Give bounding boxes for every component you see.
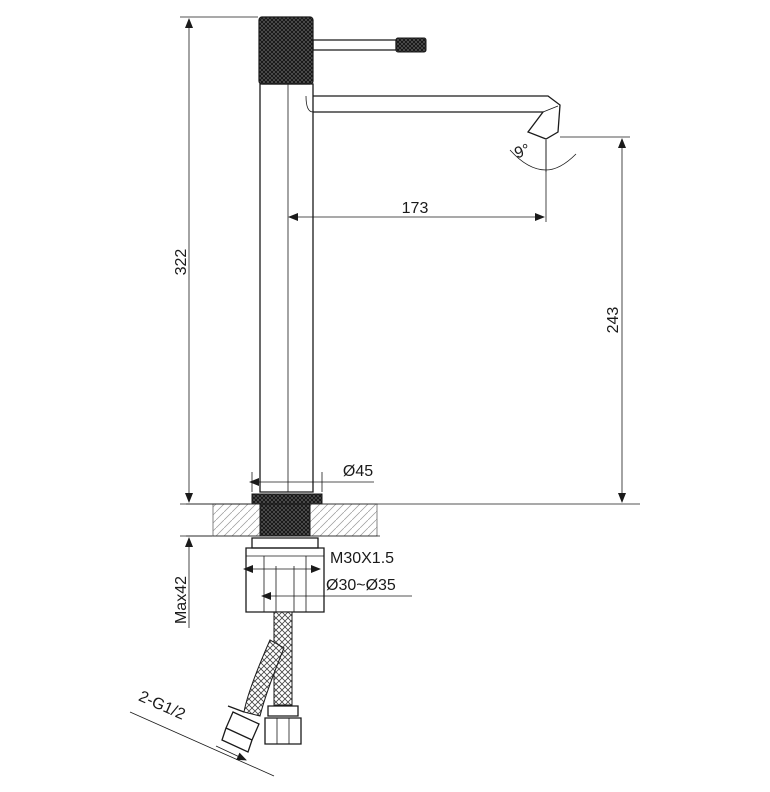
hose-left <box>243 639 285 717</box>
threaded-shank <box>259 503 311 537</box>
faucet-column <box>259 83 314 493</box>
dimension-labels: 322 243 173 9° Ø45 M30X1.5 Ø30~Ø35 Max42… <box>136 141 622 723</box>
spout-height-label: 243 <box>605 307 622 334</box>
hole-diameter-label: Ø30~Ø35 <box>326 577 396 594</box>
lever-handle <box>312 37 427 53</box>
knurled-handle <box>258 16 314 85</box>
countertop-section <box>186 503 640 537</box>
faucet-body <box>251 16 561 505</box>
total-height-label: 322 <box>173 249 190 276</box>
hose-fitting-left <box>221 705 260 753</box>
thread-label: M30X1.5 <box>330 550 394 567</box>
spout-angle-label: 9° <box>512 141 532 162</box>
hose-fitting-right <box>264 705 302 745</box>
base-collar <box>251 493 323 505</box>
faucet-spout <box>313 95 561 140</box>
base-diameter-label: Ø45 <box>343 463 373 480</box>
max-thickness-label: Max42 <box>173 576 190 624</box>
spout-reach-label: 173 <box>402 200 429 217</box>
mounting-nut <box>245 537 325 613</box>
dimension-lines <box>129 16 630 777</box>
braided-hoses <box>221 611 302 753</box>
